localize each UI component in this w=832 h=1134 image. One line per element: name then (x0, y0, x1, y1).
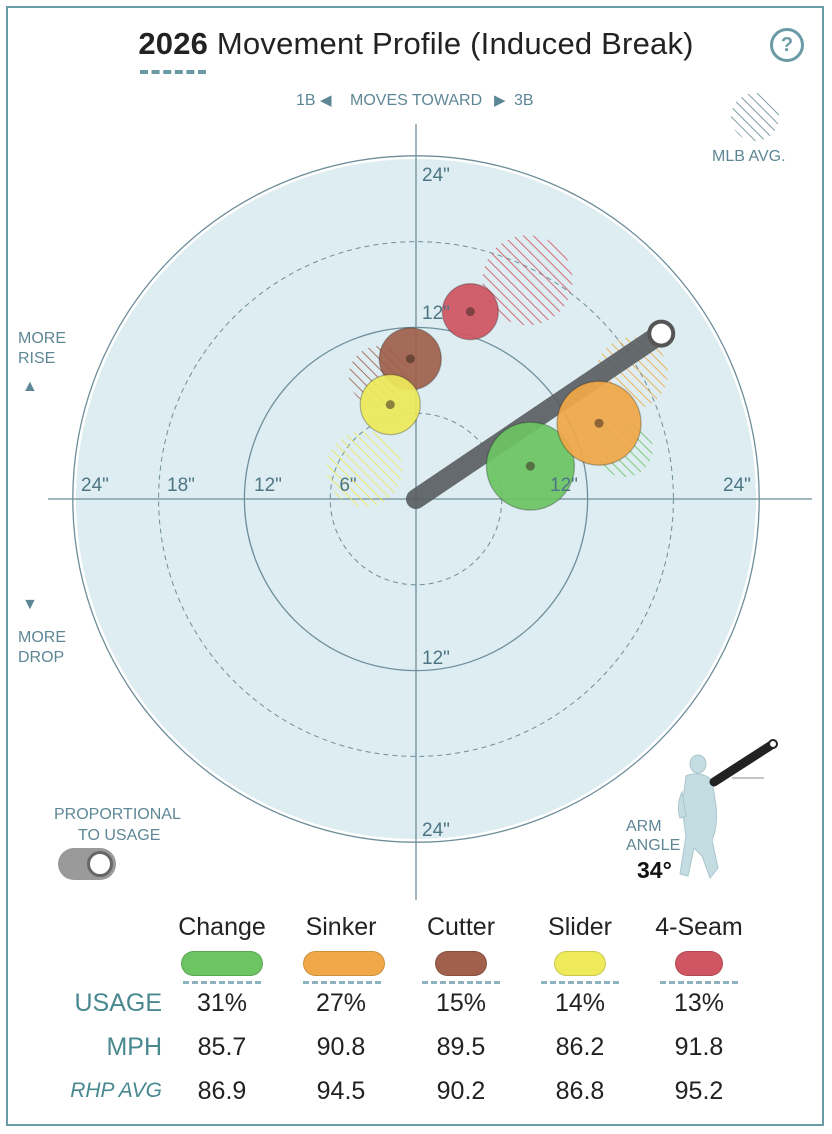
pitch-name-slider: Slider (548, 913, 612, 941)
movement-chart: 24" 18" 12" 6" 12" 24" 24" 12" 12" 24" (48, 93, 812, 900)
arm-angle-line1: ARM (626, 818, 662, 835)
tick-right-12: 12" (550, 475, 578, 496)
mph-slider: 86.2 (555, 1033, 605, 1061)
usage-4seam: 13% (673, 989, 725, 1017)
point-center-cutter (405, 354, 415, 364)
dashed-underline (660, 981, 738, 984)
dashed-underline (303, 981, 381, 984)
point-center-4seam (465, 307, 475, 317)
pitch-name-4seam: 4-Seam (655, 913, 743, 941)
rhp-avg-4seam: 95.2 (674, 1077, 724, 1105)
rhp-avg-cutter: 90.2 (436, 1077, 486, 1105)
toggle-knob (87, 851, 113, 877)
pitch-name-sinker: Sinker (305, 913, 377, 941)
mph-change: 85.7 (197, 1033, 247, 1061)
more-drop-line2: DROP (18, 649, 65, 666)
more-rise-line2: RISE (18, 350, 56, 367)
usage-slider: 14% (554, 989, 606, 1017)
tick-left-24: 24" (81, 475, 109, 496)
pitch-toggle-slider[interactable] (554, 951, 606, 976)
usage-sinker: 27% (315, 989, 367, 1017)
pitch-name-change: Change (178, 913, 266, 941)
mph-row-label: MPH (106, 1033, 162, 1061)
mlb-avg-slider (326, 430, 403, 507)
tick-left-18: 18" (167, 475, 195, 496)
mlb-avg-legend-swatch (731, 93, 779, 141)
dashed-underline (541, 981, 619, 984)
dashed-underline (183, 981, 261, 984)
direction-right-label: 3B (514, 92, 534, 109)
mph-sinker: 90.8 (316, 1033, 366, 1061)
dashed-underline (422, 981, 500, 984)
arm-angle-value: 34° (637, 857, 672, 883)
pitch-toggle-change[interactable] (181, 951, 263, 976)
rhp-avg-sinker: 94.5 (316, 1077, 366, 1105)
pitch-name-cutter: Cutter (426, 913, 496, 941)
arm-angle-bar (406, 323, 672, 509)
title-year: 2026 (138, 26, 209, 74)
tick-top-24: 24" (422, 165, 450, 186)
usage-cutter: 15% (435, 989, 487, 1017)
tick-top-12: 12" (422, 303, 450, 324)
chart-title: 2026 Movement Profile (Induced Break) (0, 26, 832, 74)
right-arrow-icon: ▶ (494, 92, 506, 109)
arm-angle-endpoint (647, 319, 676, 348)
mlb-avg-4seam (482, 235, 573, 326)
up-arrow-icon: ▲ (22, 378, 38, 395)
point-center-change (525, 461, 535, 471)
mph-4seam: 91.8 (674, 1033, 724, 1061)
tick-bottom-24: 24" (422, 820, 450, 841)
rhp-avg-slider: 86.8 (555, 1077, 605, 1105)
tick-left-12: 12" (254, 475, 282, 496)
rhp-avg-row-label: RHP AVG (70, 1079, 162, 1102)
tick-right-24: 24" (723, 475, 751, 496)
mlb-avg-label: MLB AVG. (712, 148, 786, 165)
left-arrow-icon: ◀ (320, 92, 332, 109)
point-center-sinker (594, 418, 604, 428)
pitcher-silhouette-icon (677, 739, 778, 880)
tick-left-6: 6" (339, 475, 356, 496)
pitch-toggle-4seam[interactable] (675, 951, 723, 976)
pitch-toggle-cutter[interactable] (435, 951, 487, 976)
tick-bottom-12: 12" (422, 648, 450, 669)
usage-row-label: USAGE (74, 989, 162, 1017)
direction-left-label: 1B (296, 92, 316, 109)
help-icon[interactable]: ? (770, 28, 804, 62)
toggle-label-line1: PROPORTIONAL (54, 806, 181, 823)
pitch-table: Change Sinker Cutter Slider 4-Seam USAGE… (0, 905, 832, 1125)
title-text: Movement Profile (Induced Break) (216, 26, 694, 61)
arm-angle-line2: ANGLE (626, 837, 681, 854)
toggle-label-line2: TO USAGE (78, 827, 161, 844)
down-arrow-icon: ▼ (22, 596, 38, 613)
mph-cutter: 89.5 (436, 1033, 486, 1061)
more-rise-line1: MORE (18, 330, 66, 347)
pitch-toggle-sinker[interactable] (303, 951, 385, 976)
proportional-toggle[interactable] (58, 848, 116, 880)
rhp-avg-change: 86.9 (197, 1077, 247, 1105)
more-drop-line1: MORE (18, 629, 66, 646)
direction-middle-label: MOVES TOWARD (350, 92, 483, 109)
point-center-slider (385, 400, 395, 410)
usage-change: 31% (196, 989, 248, 1017)
